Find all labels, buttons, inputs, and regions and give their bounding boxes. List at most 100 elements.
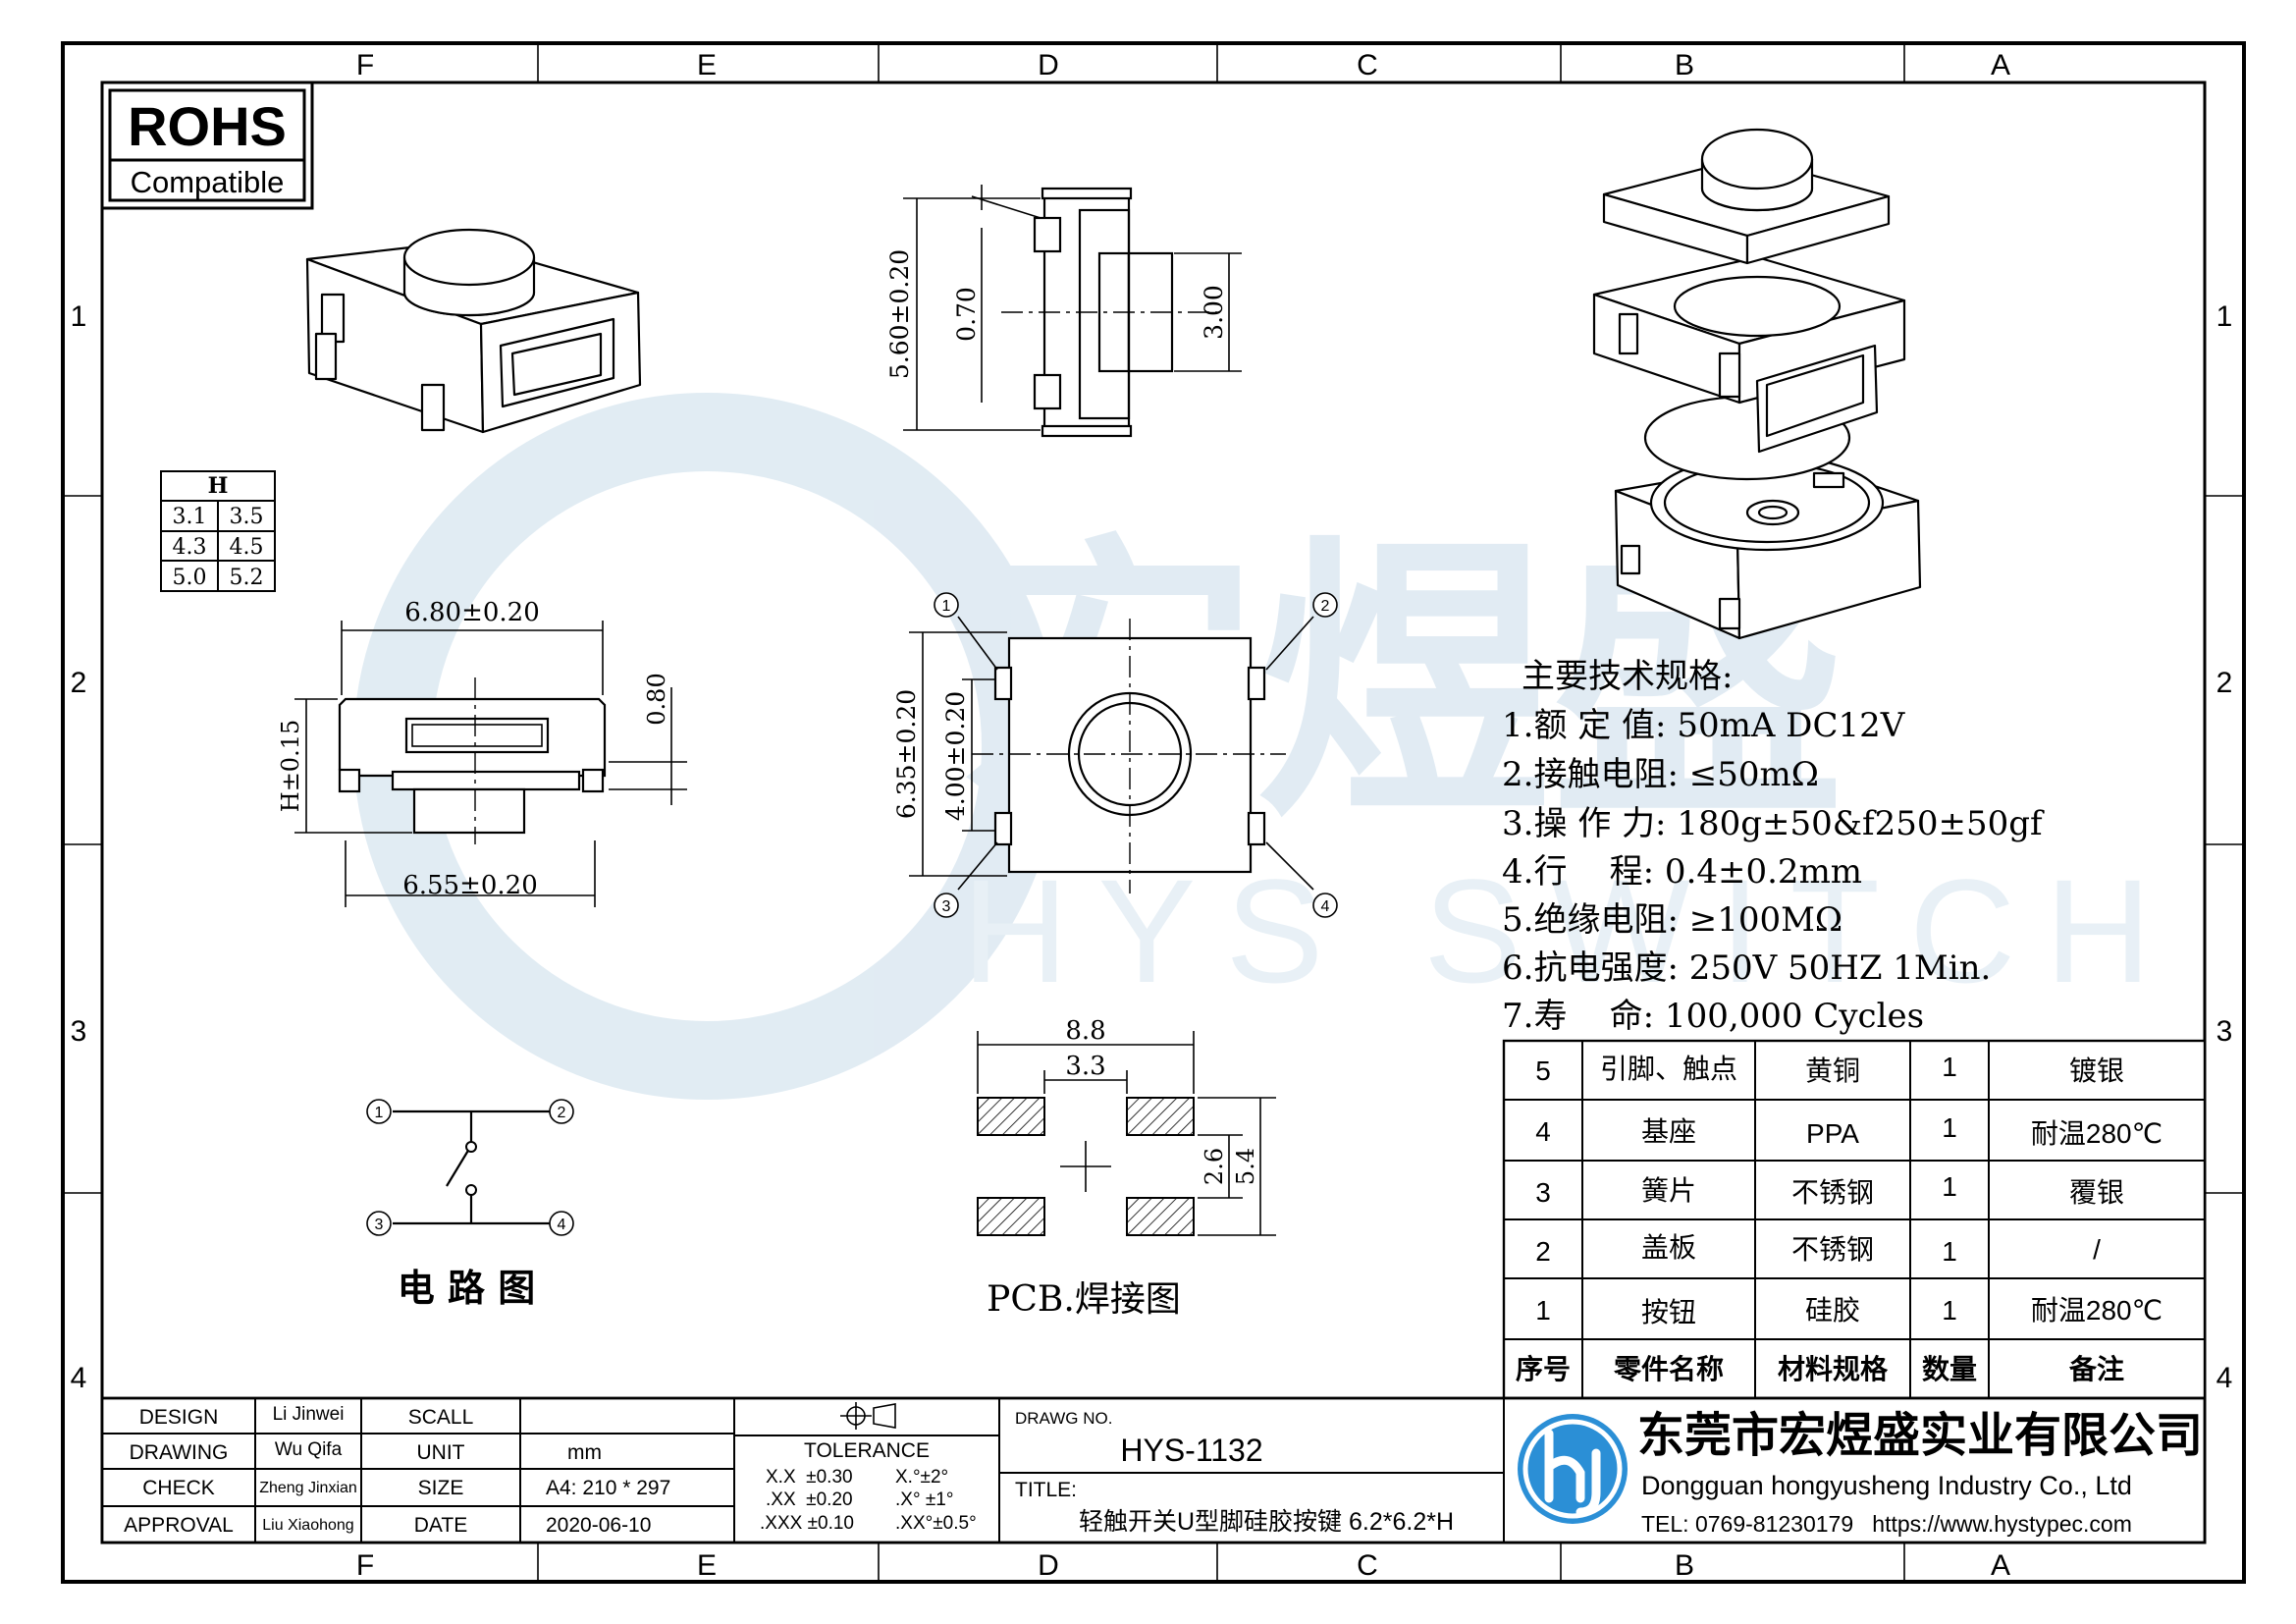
bom-cell: 引脚、触点	[1600, 1054, 1737, 1084]
pcb-footprint: 8.8 3.3 2.6 5.4 PCB.焊接图	[977, 1016, 1276, 1320]
title-block: DESIGN DRAWING CHECK APPROVAL Li Jinwei …	[100, 1396, 2207, 1544]
zone-labels: F E D C B A F E D C B A 1 2 3 4 1 2 3 4	[71, 49, 2233, 1582]
title-label: TITLE:	[1015, 1479, 1077, 1501]
bom-cell: 1	[1535, 1295, 1551, 1326]
tb-value: mm	[567, 1441, 602, 1464]
circuit-pin-label: 3	[375, 1217, 384, 1233]
bom-cell: /	[2093, 1234, 2101, 1265]
top-view-right-dim: 3.00	[1200, 285, 1228, 340]
exploded-view	[1592, 128, 1922, 640]
spec-item: 4.行 程: 0.4±0.2mm	[1502, 852, 1862, 892]
rohs-badge: ROHS Compatible	[100, 81, 314, 210]
tb-name: Li Jinwei	[273, 1404, 345, 1425]
col-label-top-e: E	[697, 49, 717, 81]
height-table-cell: 4.3	[173, 535, 207, 560]
tb-label: SCALL	[408, 1406, 474, 1429]
height-table-cell: 5.2	[230, 566, 264, 590]
pcb-inner-height-dim: 2.6	[1201, 1148, 1228, 1185]
circuit-caption: 电 路 图	[398, 1266, 535, 1310]
front-outer-dim: 6.35±0.20	[892, 689, 921, 819]
company-name-cn: 东莞市宏煜盛实业有限公司	[1637, 1408, 2203, 1463]
bom-cell: 硅胶	[1805, 1295, 1860, 1326]
col-label-bottom-e: E	[697, 1549, 717, 1582]
circuit-diagram: 1 2 3 4 电 路 图	[366, 1099, 574, 1310]
top-view-height-dim: 5.60±0.20	[885, 249, 914, 379]
tb-label: APPROVAL	[124, 1514, 234, 1537]
height-table-cell: 3.1	[173, 505, 207, 529]
tb-name: Liu Xiaohong	[262, 1517, 353, 1534]
tb-label: DRAWING	[130, 1441, 229, 1464]
bom-cell: 4	[1535, 1116, 1551, 1147]
tb-label: UNIT	[417, 1441, 465, 1464]
front-pin-label: 4	[1321, 898, 1330, 915]
bom-header: 材料规格	[1778, 1354, 1889, 1384]
drawing-no-label: DRAWG NO.	[1015, 1409, 1112, 1428]
bom-cell: 镀银	[2069, 1056, 2124, 1086]
row-label-left-1: 1	[71, 300, 87, 333]
row-label-left-4: 4	[71, 1362, 87, 1394]
row-label-right-3: 3	[2216, 1015, 2233, 1048]
height-table: H 3.1 3.5 4.3 4.5 5.0 5.2	[160, 470, 276, 592]
bom-cell: 不锈钢	[1791, 1234, 1874, 1265]
col-label-top-f: F	[356, 49, 374, 81]
bom-cell: 黄铜	[1805, 1056, 1860, 1086]
spec-item: 2.接触电阻: ≤50mΩ	[1502, 755, 1819, 794]
tb-label: DESIGN	[139, 1406, 219, 1429]
tb-value: 2020-06-10	[546, 1514, 651, 1537]
front-pin-label: 3	[942, 898, 951, 915]
pcb-outer-height-dim: 5.4	[1232, 1148, 1259, 1185]
specs-title: 主要技术规格:	[1522, 657, 1733, 696]
tolerance-row: X.°±2°	[895, 1467, 948, 1488]
tolerance-row: .X° ±1°	[895, 1489, 953, 1510]
outer-border	[61, 41, 2246, 1584]
company-logo	[1518, 1414, 1628, 1524]
spec-item: 3.操 作 力: 180g±50&f250±50gf	[1502, 804, 2045, 843]
tolerance-row: .XXX ±0.10	[760, 1513, 854, 1534]
bom-header: 数量	[1922, 1354, 1977, 1384]
tb-label: CHECK	[142, 1477, 215, 1499]
col-label-top-b: B	[1675, 49, 1694, 81]
company-contact: TEL: 0769-81230179 https://www.hystypec.…	[1641, 1511, 2132, 1537]
bom-cell: 1	[1942, 1112, 1957, 1143]
drawing-no: HYS-1132	[1120, 1433, 1262, 1468]
rohs-title: ROHS	[128, 95, 287, 157]
row-label-left-2: 2	[71, 667, 87, 699]
row-label-right-2: 2	[2216, 667, 2233, 699]
col-label-top-d: D	[1038, 49, 1059, 81]
side-view-right-dim: 0.80	[643, 673, 670, 725]
bom-cell: 1	[1942, 1236, 1957, 1267]
spec-item: 1.额 定 值: 50mA DC12V	[1502, 706, 1906, 745]
bom-cell: 2	[1535, 1236, 1551, 1267]
spec-item: 5.绝缘电阻: ≥100MΩ	[1502, 900, 1842, 940]
height-table-cell: 4.5	[230, 535, 264, 560]
bom-cell: 簧片	[1641, 1175, 1696, 1206]
col-label-top-a: A	[1991, 49, 2010, 81]
front-view-drawing: 1 2 3 4 6.35±0.20 4.00±0.20	[892, 592, 1338, 918]
pcb-width-dim: 8.8	[1065, 1016, 1105, 1046]
switch-3d-view	[305, 228, 642, 434]
front-pin-label: 2	[1321, 598, 1330, 615]
height-table-cell: 5.0	[173, 566, 207, 590]
front-pin-label: 1	[942, 598, 951, 615]
circuit-pin-label: 2	[558, 1105, 566, 1121]
bom-header: 备注	[2068, 1353, 2124, 1384]
tb-name: Wu Qifa	[275, 1439, 343, 1460]
bom-header: 序号	[1516, 1353, 1571, 1384]
col-label-bottom-c: C	[1357, 1549, 1378, 1582]
company-name-en: Dongguan hongyusheng Industry Co., Ltd	[1641, 1471, 2132, 1500]
top-view-drawing: 5.60±0.20 0.70 3.00	[885, 185, 1242, 438]
height-table-header: H	[208, 473, 229, 499]
row-label-left-3: 3	[71, 1015, 87, 1048]
pcb-caption: PCB.焊接图	[987, 1279, 1181, 1320]
drawing-title: 轻触开关U型脚硅胶按键 6.2*6.2*H	[1079, 1508, 1454, 1536]
rohs-subtitle: Compatible	[131, 165, 285, 199]
bom-cell: 1	[1942, 1171, 1957, 1202]
bom-cell: 基座	[1641, 1116, 1696, 1147]
specs-block: 主要技术规格: 1.额 定 值: 50mA DC12V 2.接触电阻: ≤50m…	[1502, 657, 2045, 1036]
bom-cell: 按钮	[1641, 1297, 1696, 1327]
col-label-bottom-f: F	[356, 1549, 374, 1582]
bom-cell: 耐温280℃	[2031, 1118, 2163, 1149]
projection-symbol	[840, 1402, 896, 1430]
pcb-gap-dim: 3.3	[1065, 1052, 1105, 1081]
